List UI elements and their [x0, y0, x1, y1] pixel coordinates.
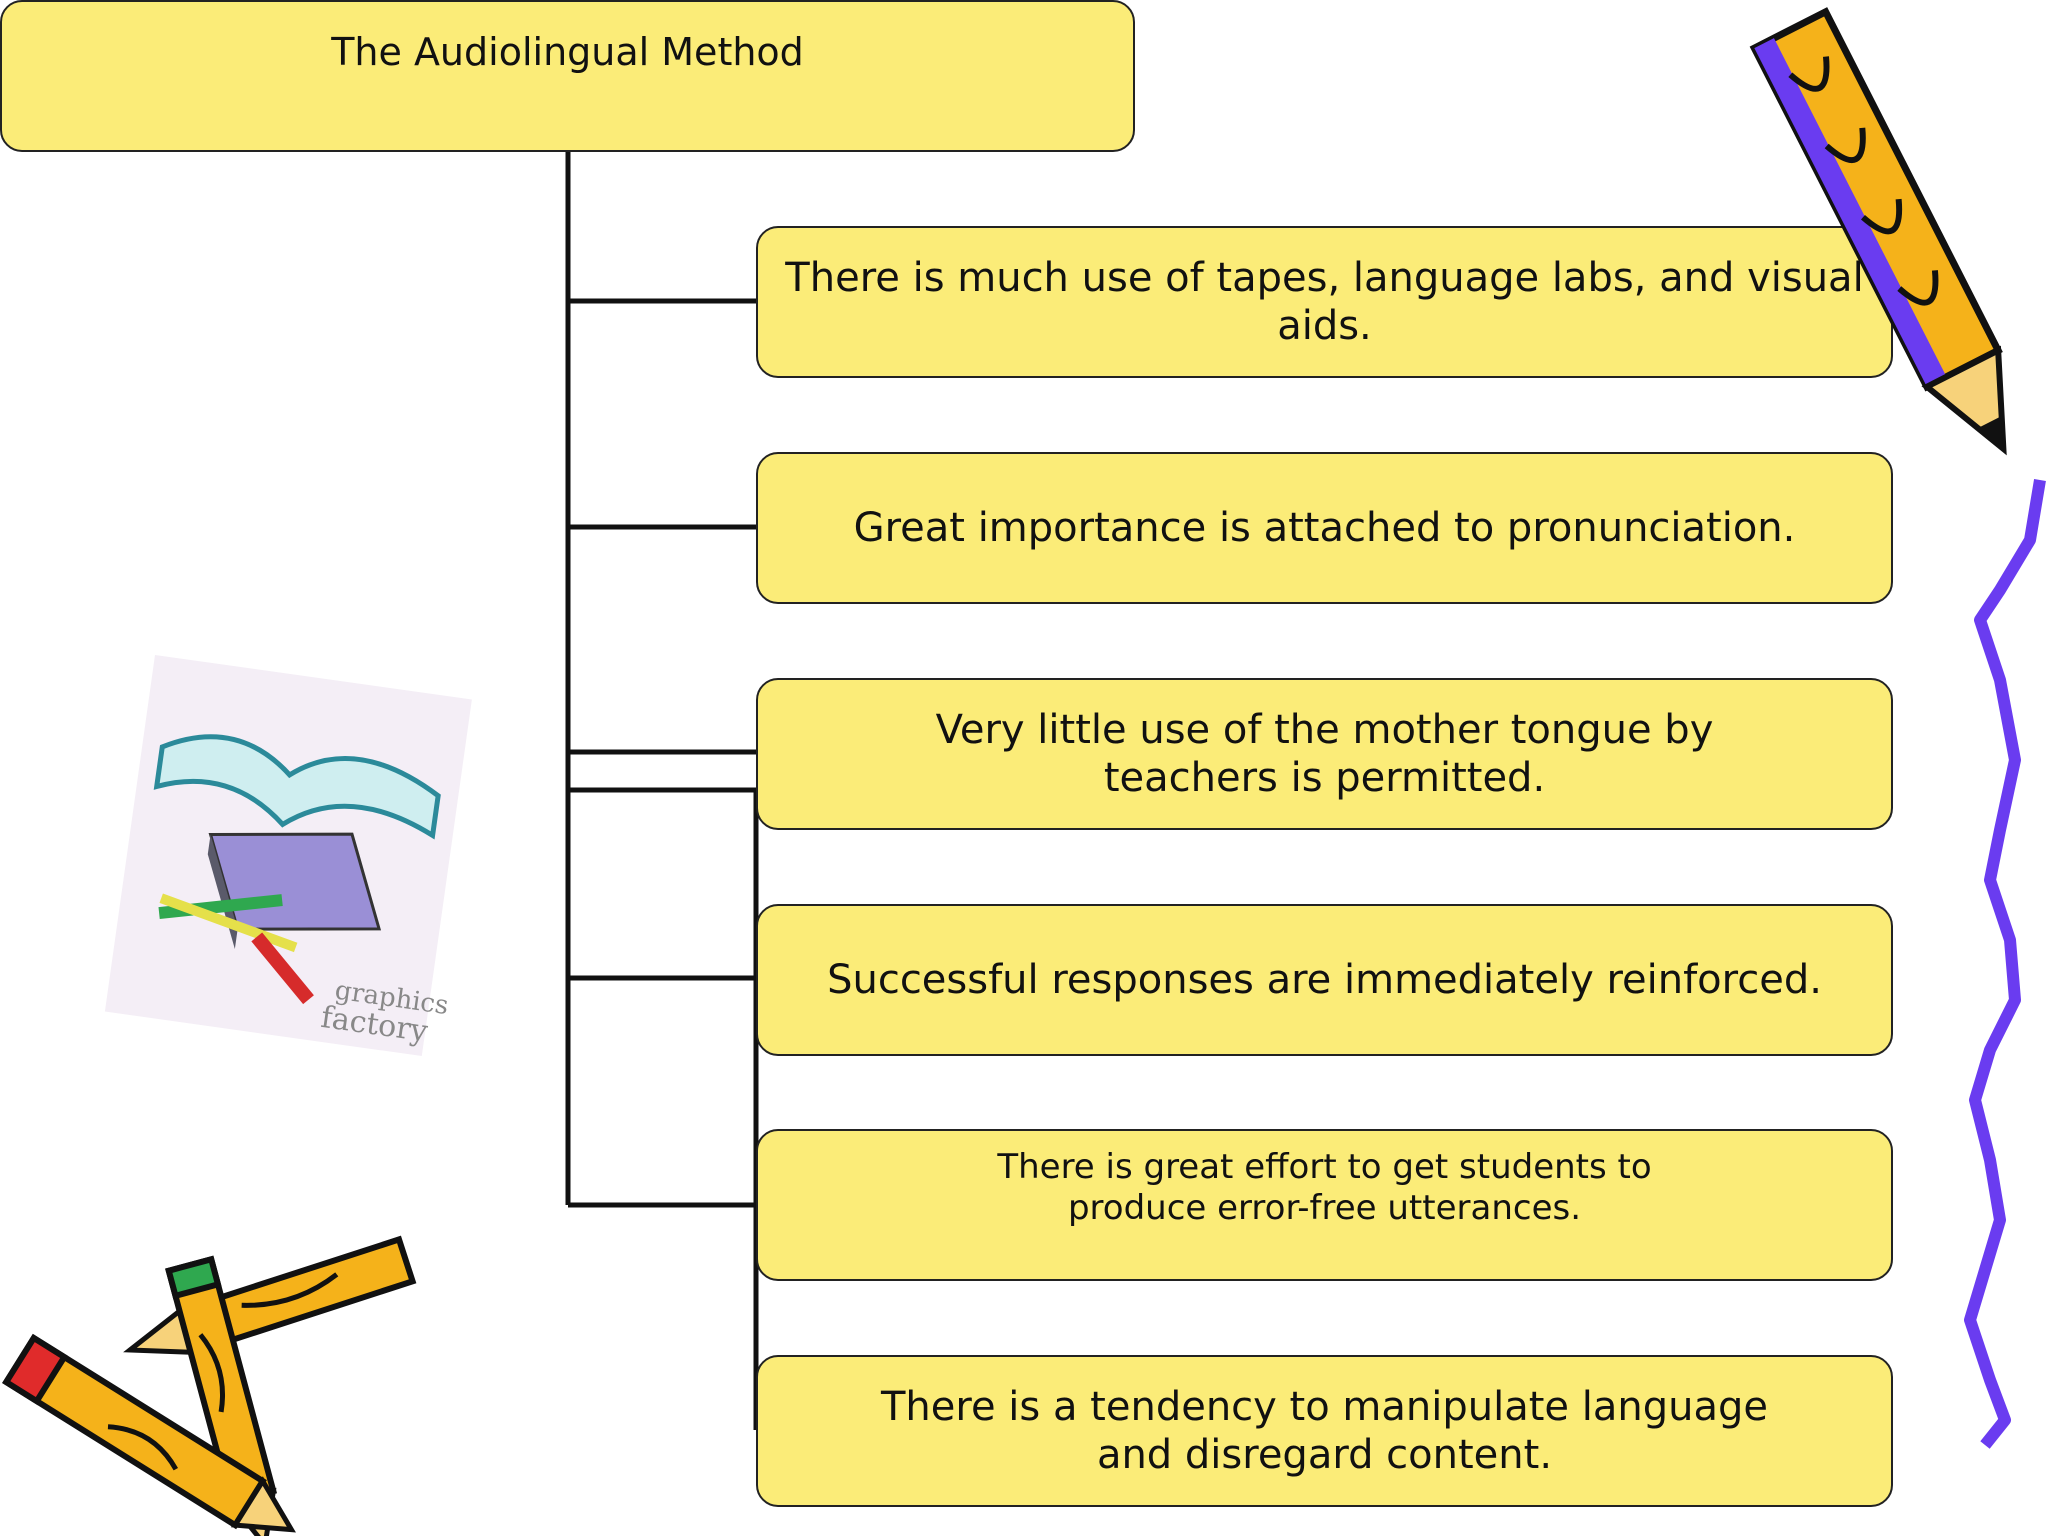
- item-box-pronunciation: Great importance is attached to pronunci…: [756, 452, 1893, 604]
- item-text: Very little use of the mother tongue by …: [935, 707, 1714, 801]
- item-text: Great importance is attached to pronunci…: [853, 505, 1796, 551]
- item-box-error-free: There is great effort to get students to…: [756, 1129, 1893, 1281]
- item-text: There is great effort to get students to…: [997, 1147, 1652, 1228]
- item-text: There is a tendency to manipulate langua…: [881, 1384, 1768, 1478]
- item-box-reinforced: Successful responses are immediately rei…: [756, 904, 1893, 1056]
- item-box-mother-tongue: Very little use of the mother tongue by …: [756, 678, 1893, 830]
- item-text: Successful responses are immediately rei…: [827, 957, 1822, 1003]
- item-box-tapes: There is much use of tapes, language lab…: [756, 226, 1893, 378]
- diagram-title-box: The Audiolingual Method: [0, 0, 1135, 152]
- diagram-title: The Audiolingual Method: [331, 30, 804, 74]
- item-text: There is much use of tapes, language lab…: [785, 255, 1864, 349]
- item-box-manipulate: There is a tendency to manipulate langua…: [756, 1355, 1893, 1507]
